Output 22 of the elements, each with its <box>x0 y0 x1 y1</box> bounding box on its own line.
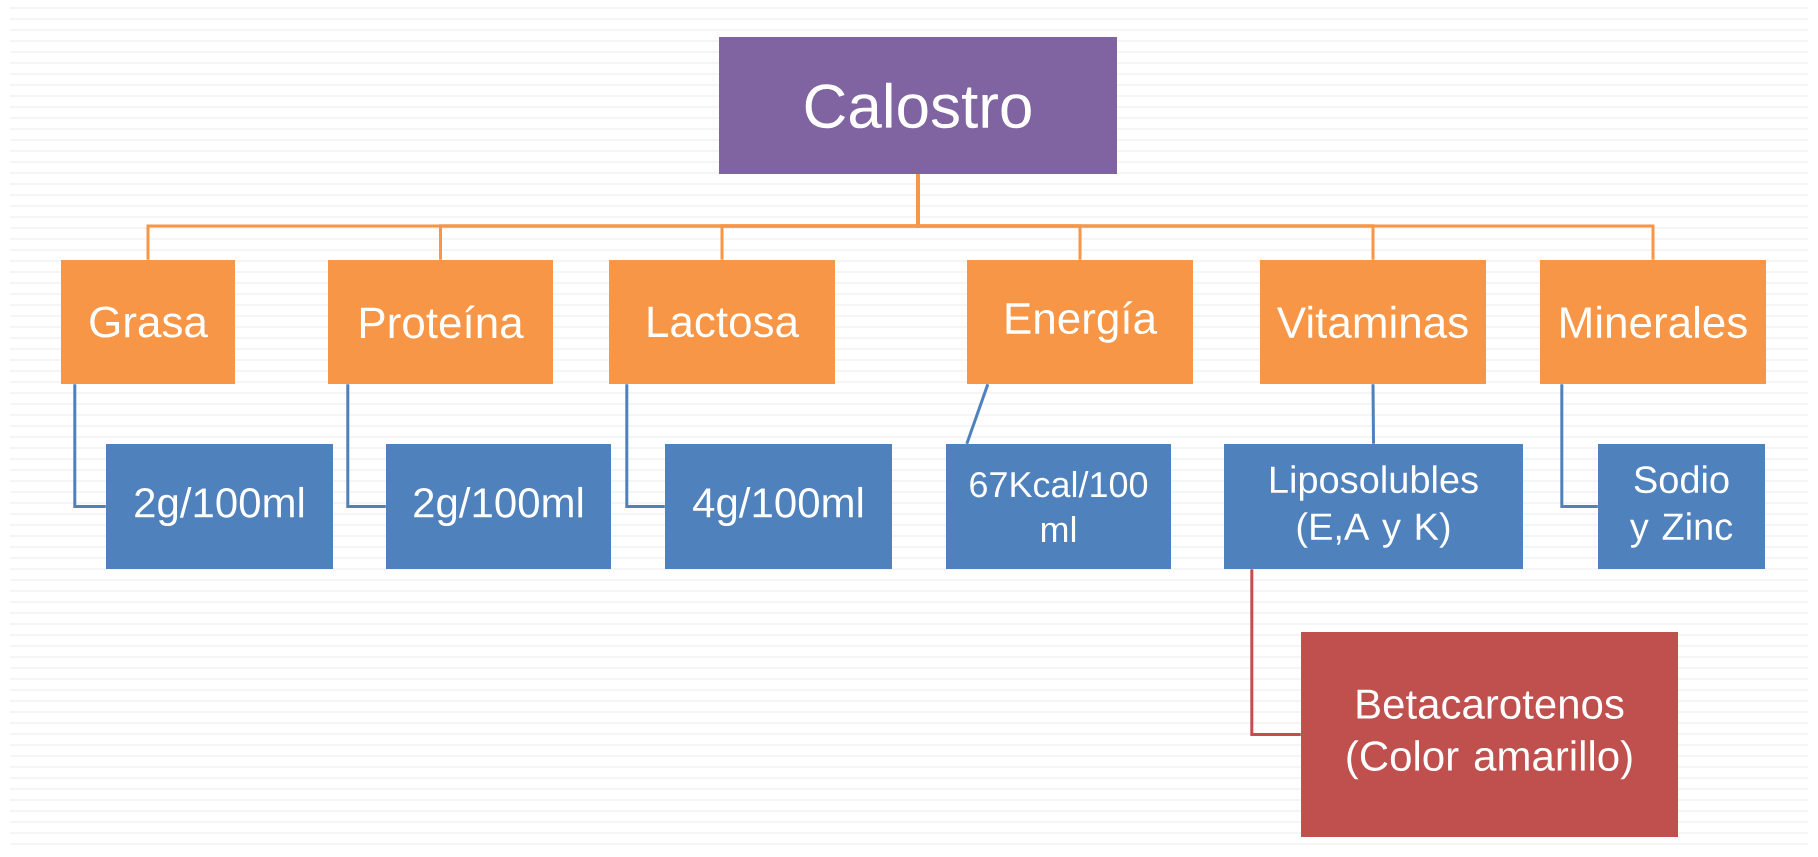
category-box: Energía <box>967 260 1193 384</box>
category-box: Vitaminas <box>1260 260 1486 384</box>
connector-line <box>625 384 665 508</box>
detail-box: Betacarotenos (Color amarillo) <box>1301 632 1678 837</box>
category-box: Grasa <box>61 260 235 384</box>
root-box: Calostro <box>719 37 1117 174</box>
value-box: Sodio y Zinc <box>1598 444 1765 569</box>
category-box: Minerales <box>1540 260 1766 384</box>
value-box: 2g/100ml <box>106 444 333 569</box>
value-box: Liposolubles (E,A y K) <box>1224 444 1523 569</box>
connector-line <box>965 383 990 445</box>
value-box: 2g/100ml <box>386 444 611 569</box>
category-box: Proteína <box>328 260 553 384</box>
connector-line <box>73 384 106 508</box>
connector-line <box>1371 384 1375 444</box>
connector-line <box>1560 384 1598 508</box>
value-box: 4g/100ml <box>665 444 892 569</box>
connector-line <box>346 384 386 508</box>
connector-line <box>916 174 1655 260</box>
value-box: 67Kcal/100 ml <box>946 444 1171 569</box>
connector-line <box>1250 569 1301 736</box>
category-box: Lactosa <box>609 260 835 384</box>
